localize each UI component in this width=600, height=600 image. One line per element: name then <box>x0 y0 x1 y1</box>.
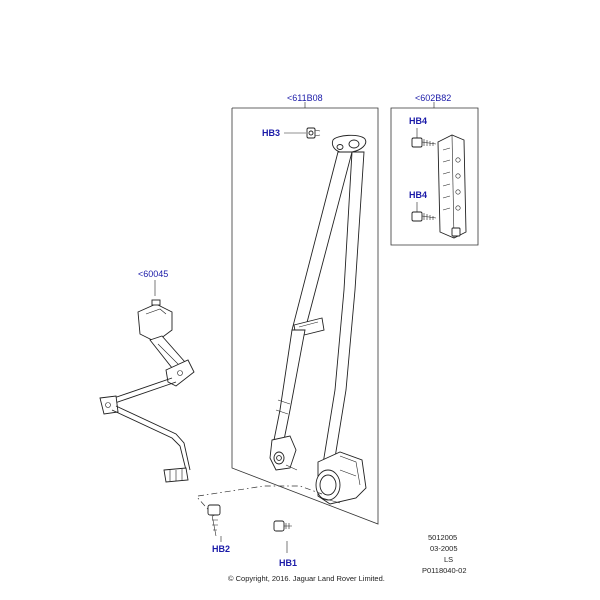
hb2-bolt <box>207 504 222 542</box>
part-link-buckle[interactable]: <60045 <box>138 269 168 279</box>
belt-assembly-frame <box>231 107 379 525</box>
callout-hb3: HB3 <box>262 128 280 138</box>
drawing-code: 5012005 <box>428 533 457 542</box>
retractor <box>315 451 367 505</box>
callout-hb2: HB2 <box>212 544 230 554</box>
callout-hb1: HB1 <box>279 558 297 568</box>
adjuster-frame <box>390 107 479 246</box>
callout-hb4-lower: HB4 <box>409 190 427 200</box>
height-adjuster-illustration <box>411 128 467 239</box>
drawing-date: 03-2005 <box>430 544 458 553</box>
drawing-number: P0118040-02 <box>422 566 466 575</box>
seat-belt-illustration <box>269 127 367 505</box>
buckle-illustration <box>99 299 195 483</box>
hb4-lower-bolt <box>411 202 437 222</box>
callout-hb4-upper: HB4 <box>409 116 427 126</box>
hb1-bolt <box>273 520 292 553</box>
dashed-leader <box>197 485 323 497</box>
copyright-notice: © Copyright, 2016. Jaguar Land Rover Lim… <box>228 574 385 583</box>
drawing-initials: LS <box>444 555 453 564</box>
hb4-upper-bolt <box>411 128 437 148</box>
part-link-height-adjuster[interactable]: <602B82 <box>415 93 451 103</box>
part-link-upper-belt[interactable]: <611B08 <box>287 93 323 103</box>
hb3-bolt <box>284 127 321 139</box>
